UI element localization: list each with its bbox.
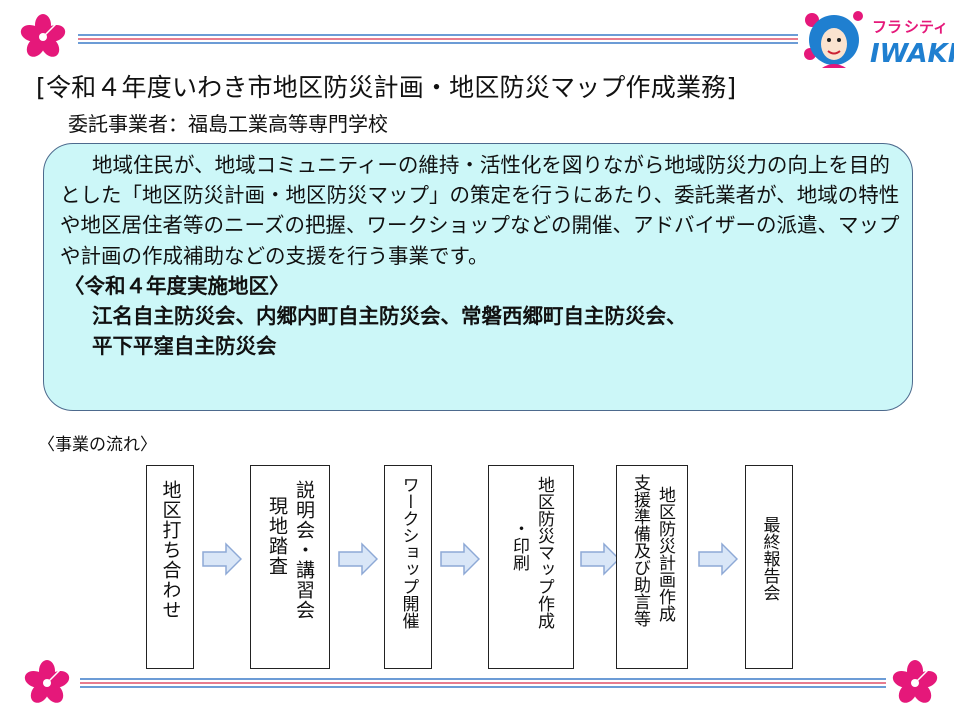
flow-step-workshop: ワークショップ開催 — [384, 465, 432, 669]
flow-arrow-icon — [202, 542, 242, 576]
flow-step-final-report: 最終報告会 — [745, 465, 793, 669]
bottom-rule-divider — [80, 678, 886, 688]
flow-step-map-creation: 地区防災マップ作成 ・印刷 — [488, 465, 574, 669]
hula-city-iwaki-logo: フラ シティ IWAKI — [800, 6, 958, 72]
svg-text:IWAKI: IWAKI — [870, 39, 954, 69]
areas-heading: 〈令和４年度実施地区〉 — [64, 273, 290, 298]
svg-text:フラ: フラ — [872, 18, 902, 36]
flow-step-text: 地区打ち合わせ — [159, 480, 182, 620]
flow-label: 〈事業の流れ〉 — [38, 435, 157, 455]
flow-step-text: 地区防災計画作成 — [655, 486, 675, 622]
contractor-subtitle: 委託事業者：福島工業高等専門学校 — [68, 112, 388, 136]
flow-step-plan-support: 地区防災計画作成 支援準備及び助言等 — [616, 465, 688, 669]
hibiscus-top-left-icon — [20, 14, 66, 57]
hibiscus-bottom-right-icon — [892, 660, 938, 703]
summary-content: 地域住民が、地域コミュニティーの維持・活性化を図りながら地域防災力の向上を目的と… — [60, 150, 900, 361]
page-title: [令和４年度いわき市地区防災計画・地区防災マップ作成業務] — [36, 73, 737, 102]
flow-step-text: 支援準備及び助言等 — [630, 474, 650, 627]
flow-step-text: 地区防災マップ作成 — [534, 476, 554, 629]
flow-step-text: ワークショップ開催 — [398, 476, 419, 629]
areas-line: 江名自主防災会、内郷内町自主防災会、常磐西郷町自主防災会、 — [92, 304, 687, 329]
flow-arrow-icon — [580, 542, 620, 576]
top-rule-divider — [78, 34, 798, 44]
summary-paragraph: 地域住民が、地域コミュニティーの維持・活性化を図りながら地域防災力の向上を目的と… — [60, 153, 900, 268]
flow-step-text: ・印刷 — [509, 520, 529, 571]
flow-step-district-meeting: 地区打ち合わせ — [146, 465, 194, 669]
flow-step-text: 最終報告会 — [759, 516, 780, 601]
areas-line: 平下平窪自主防災会 — [92, 334, 277, 359]
svg-text:シティ: シティ — [904, 18, 948, 36]
flow-arrow-icon — [698, 542, 738, 576]
flow-step-briefing-survey: 説明会・講習会 現地踏査 — [250, 465, 330, 669]
flow-arrow-icon — [338, 542, 378, 576]
summary-box — [43, 143, 913, 411]
hibiscus-bottom-left-icon — [24, 660, 70, 703]
flow-step-text: 現地踏査 — [266, 496, 288, 576]
flow-arrow-icon — [440, 542, 480, 576]
flow-step-text: 説明会・講習会 — [293, 480, 315, 620]
